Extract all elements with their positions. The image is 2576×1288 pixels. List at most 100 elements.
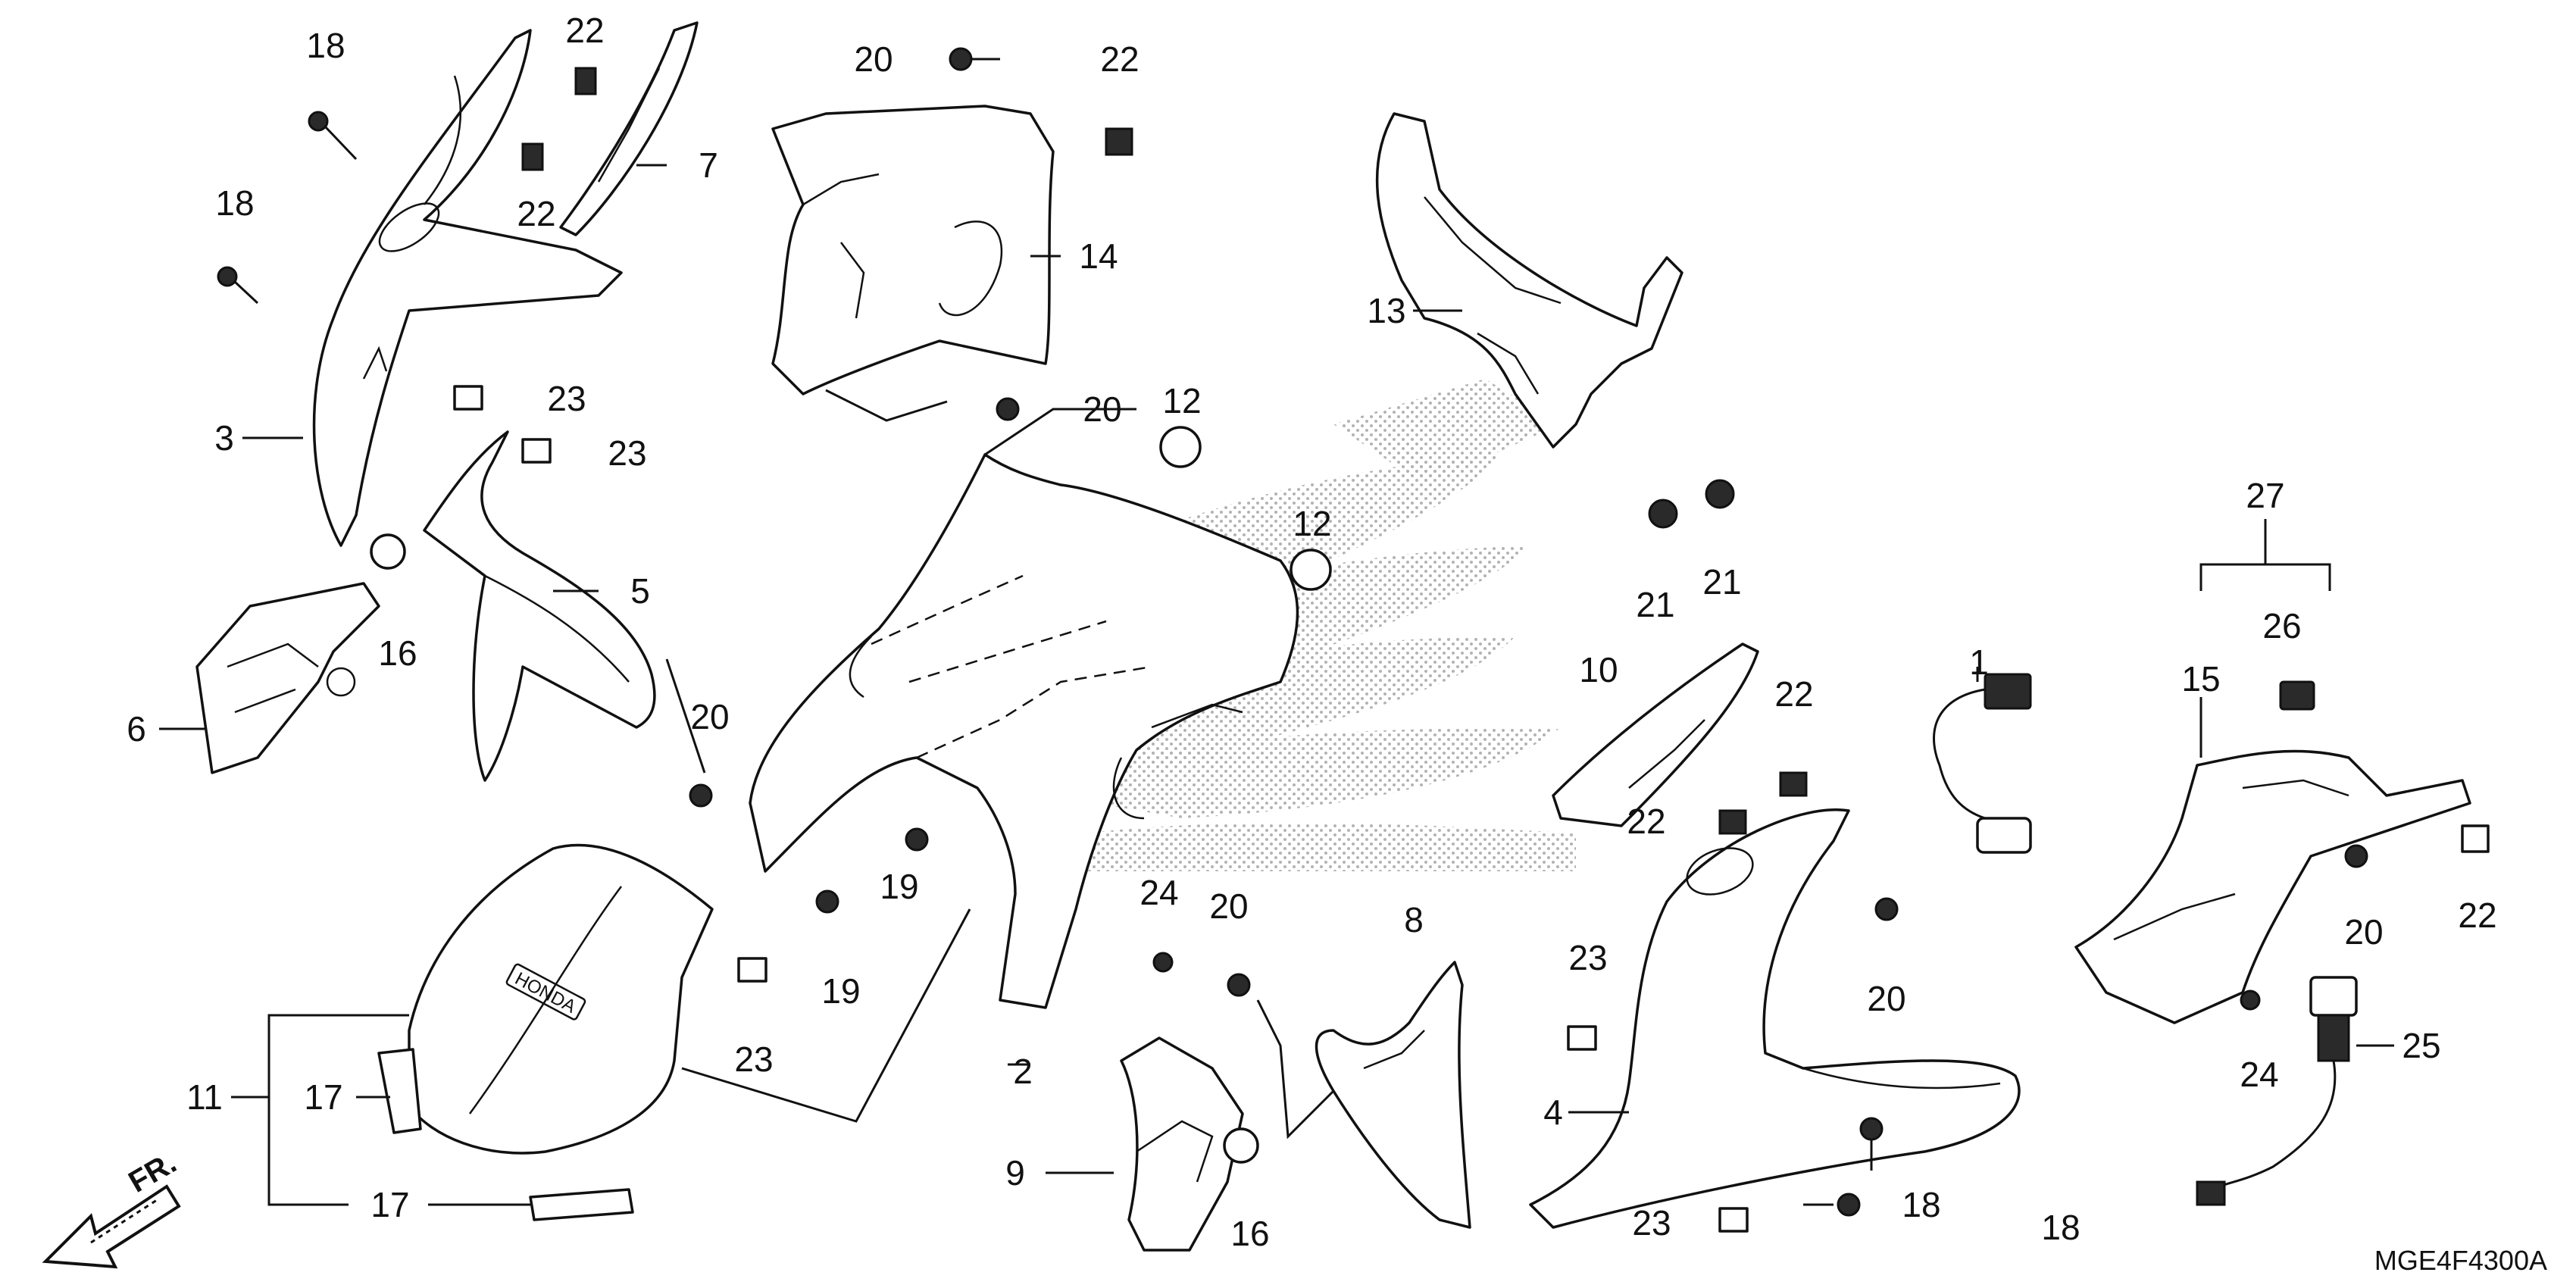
bolt-18a bbox=[308, 111, 358, 161]
grommet-16b bbox=[1223, 1127, 1259, 1164]
screw-20a bbox=[949, 47, 1000, 71]
grommet-16a bbox=[370, 533, 406, 570]
callout-20b: 20 bbox=[1083, 389, 1121, 429]
screw-20d bbox=[1227, 973, 1251, 997]
callout-11: 11 bbox=[186, 1077, 223, 1117]
part-14-upper-inner-panel bbox=[771, 105, 1055, 395]
part-4-right-side-cover bbox=[1529, 808, 2021, 1229]
callout-1: 1 bbox=[1969, 642, 1989, 682]
callout-22e: 22 bbox=[1627, 802, 1665, 841]
front-arrow-icon bbox=[42, 1184, 181, 1269]
clip-22c bbox=[1105, 127, 1133, 156]
part-8-lower-inner-panel bbox=[1315, 961, 1471, 1229]
bolt-18c bbox=[1859, 1117, 1884, 1171]
callout-22d: 22 bbox=[1774, 674, 1813, 714]
part-5-left-inner-panel bbox=[423, 430, 656, 782]
clip-22d bbox=[1779, 771, 1808, 797]
callout-18b: 18 bbox=[215, 183, 254, 223]
clip-23c bbox=[737, 957, 767, 983]
callout-20a: 20 bbox=[854, 39, 893, 79]
callout-21b: 21 bbox=[1702, 562, 1741, 602]
callout-24b: 24 bbox=[2240, 1055, 2278, 1094]
drawing-code: MGE4F4300A bbox=[2374, 1245, 2547, 1276]
front-direction-label: FR. bbox=[123, 1146, 183, 1199]
part-2-front-panel bbox=[749, 453, 1299, 1009]
callout-14: 14 bbox=[1079, 236, 1118, 276]
callout-10: 10 bbox=[1579, 650, 1618, 689]
callout-17a: 17 bbox=[304, 1077, 342, 1117]
part-1-harness bbox=[1933, 673, 2032, 854]
part-26-clip bbox=[2279, 680, 2315, 711]
callout-3: 3 bbox=[214, 418, 234, 458]
part-15-right-inner-panel bbox=[2074, 749, 2471, 1024]
callout-15: 15 bbox=[2181, 659, 2220, 699]
callout-9: 9 bbox=[1005, 1153, 1025, 1193]
leader-lines bbox=[159, 164, 2394, 1206]
part-9-lower-duct bbox=[1120, 1036, 1244, 1252]
clip-23a bbox=[453, 385, 483, 411]
part-25-switch bbox=[2196, 976, 2358, 1206]
front-direction-indicator: FR. bbox=[42, 1146, 183, 1269]
callout-19a: 19 bbox=[880, 867, 918, 906]
screw-24a bbox=[1152, 952, 1174, 973]
grommet-12a bbox=[1159, 426, 1202, 468]
callout-20f: 20 bbox=[2344, 912, 2383, 952]
callout-26: 26 bbox=[2262, 606, 2301, 646]
callout-22f: 22 bbox=[2458, 896, 2496, 935]
callout-20c: 20 bbox=[690, 697, 729, 736]
clip-22b bbox=[521, 142, 544, 171]
callout-5: 5 bbox=[630, 571, 650, 611]
part-3-left-upper-cover bbox=[312, 29, 623, 547]
callout-12b: 12 bbox=[1293, 504, 1331, 543]
callout-20e: 20 bbox=[1867, 979, 1905, 1018]
callout-18d: 18 bbox=[1902, 1185, 1940, 1224]
callout-13: 13 bbox=[1367, 291, 1405, 330]
callout-22b: 22 bbox=[517, 194, 555, 233]
part-10-trim bbox=[1552, 642, 1759, 827]
part-17-strips bbox=[377, 1048, 634, 1221]
part-7-upper-trim bbox=[559, 21, 699, 236]
callout-25: 25 bbox=[2402, 1026, 2440, 1065]
callout-7: 7 bbox=[699, 145, 718, 185]
callout-2: 2 bbox=[1013, 1052, 1033, 1091]
callout-23d: 23 bbox=[1568, 938, 1607, 977]
callout-21a: 21 bbox=[1636, 585, 1674, 624]
callout-18a: 18 bbox=[306, 26, 345, 65]
grommet-12b bbox=[1290, 549, 1332, 591]
bolt-19a bbox=[905, 827, 929, 852]
screw-24b bbox=[2240, 989, 2261, 1011]
callout-16b: 16 bbox=[1230, 1214, 1269, 1253]
callout-23a: 23 bbox=[547, 379, 586, 418]
callouts: 1 2 3 4 5 6 7 8 9 10 11 12 12 13 14 15 1… bbox=[127, 11, 2496, 1253]
callout-27: 27 bbox=[2246, 476, 2284, 515]
bolt-21a bbox=[1705, 479, 1735, 509]
callout-17b: 17 bbox=[370, 1185, 409, 1224]
part-6-left-duct bbox=[195, 582, 380, 774]
bolt-18d bbox=[1803, 1193, 1861, 1217]
callout-23e: 23 bbox=[1632, 1203, 1671, 1243]
part-13-frame-bracket bbox=[1375, 112, 1683, 449]
clip-23e bbox=[1718, 1207, 1749, 1233]
clip-22a bbox=[574, 67, 597, 95]
callout-22a: 22 bbox=[565, 11, 604, 50]
callout-19b: 19 bbox=[821, 971, 860, 1011]
screw-20e bbox=[1874, 897, 1899, 921]
screw-20b bbox=[996, 397, 1020, 421]
clip-22f bbox=[2461, 824, 2490, 853]
callout-23b: 23 bbox=[608, 433, 646, 473]
callout-16a: 16 bbox=[378, 633, 417, 673]
bolt-18b bbox=[217, 266, 259, 305]
callout-18c: 18 bbox=[2041, 1208, 2080, 1247]
bolt-21b bbox=[1648, 499, 1678, 529]
fasteners bbox=[217, 47, 2490, 1233]
bolt-19b bbox=[815, 889, 839, 914]
part-11-screen: HONDA bbox=[408, 843, 714, 1155]
callout-22c: 22 bbox=[1100, 39, 1139, 79]
callout-4: 4 bbox=[1543, 1093, 1563, 1132]
clip-22e bbox=[1718, 809, 1747, 835]
callout-23c: 23 bbox=[734, 1039, 773, 1079]
clip-23b bbox=[521, 438, 552, 464]
screw-20c bbox=[689, 783, 713, 808]
callout-12a: 12 bbox=[1162, 381, 1201, 420]
